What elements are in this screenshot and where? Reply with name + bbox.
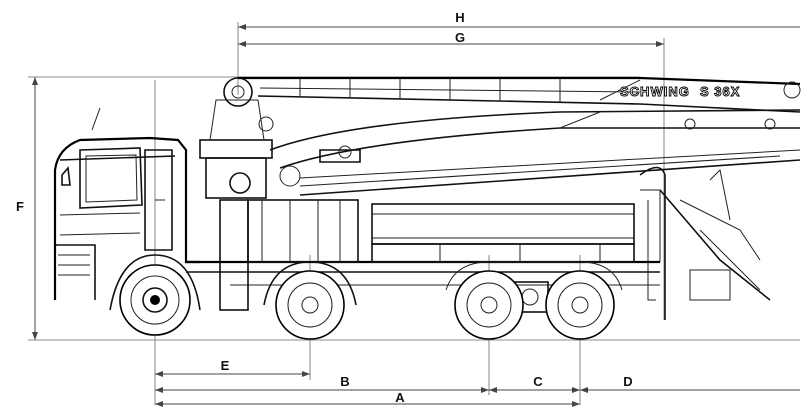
dimension-G: G xyxy=(238,30,665,320)
concrete-boom xyxy=(238,76,801,196)
dimension-A: A xyxy=(155,390,580,407)
dimension-label-C: C xyxy=(533,374,543,389)
dimension-B: B xyxy=(155,374,489,393)
front-wheel xyxy=(109,254,201,336)
second-wheel xyxy=(263,261,357,340)
dimension-label-E: E xyxy=(221,358,230,373)
dimension-H: H xyxy=(237,10,800,95)
dimension-E: E xyxy=(155,358,310,377)
dimension-D: D xyxy=(580,374,800,393)
third-wheel xyxy=(454,270,524,340)
truck-cab xyxy=(53,107,200,300)
outrigger-rear xyxy=(639,166,771,320)
dimension-label-D: D xyxy=(623,374,632,389)
dimension-label-A: A xyxy=(395,390,405,405)
brand-model: S 36X xyxy=(700,84,740,99)
dimension-label-F: F xyxy=(16,199,24,214)
brand-lettering: SCHWING S 36X xyxy=(620,84,740,100)
dimension-label-H: H xyxy=(455,10,464,25)
brand-name: SCHWING xyxy=(620,84,690,99)
dimension-label-G: G xyxy=(455,30,465,45)
dimension-label-B: B xyxy=(340,374,349,389)
rear-wheel xyxy=(545,270,615,340)
dimension-C: C xyxy=(489,374,580,393)
wheel-arches xyxy=(445,261,623,291)
